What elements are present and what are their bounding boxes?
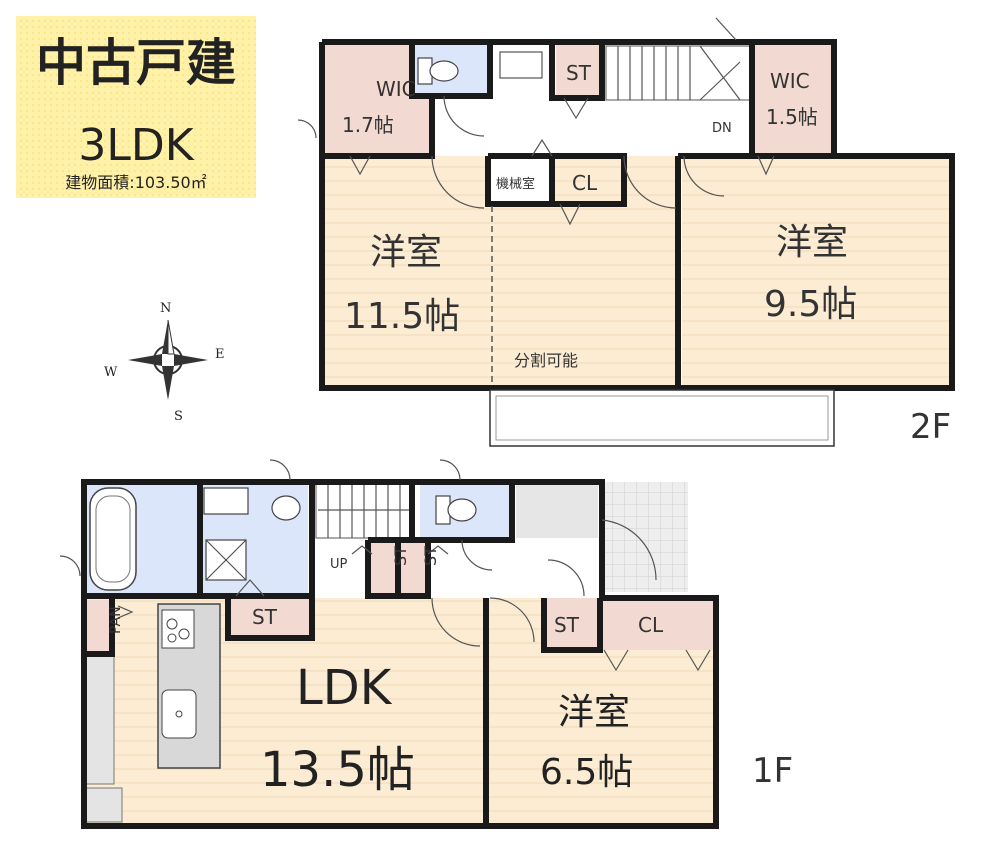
compass-n: N [160,301,171,316]
wic-left-size: 1.7帖 [342,113,394,137]
washing-machine-icon [205,539,247,581]
st-2f-label: ST [566,61,592,85]
st-2f-area [556,42,602,98]
st-1f-b-label: ST [391,546,410,566]
cl-1f-label: CL [638,613,664,637]
st-1f-c-area [398,540,428,596]
st-1f-a-label: ST [252,605,278,629]
room-11-5-size: 11.5帖 [344,296,460,337]
toilet-1f-icon [435,495,477,525]
split-note: 分割可能 [514,351,578,370]
badge-area: 建物面積:103.50㎡ [65,173,206,192]
washbasin-icon [499,51,543,79]
balcony [489,389,835,447]
machine-room-label: 機械室 [496,176,535,192]
st-1f-d-label: ST [554,613,580,637]
dn-label: DN [712,121,732,136]
floor-2: WIC 1.7帖 ST WIC 1.5帖 DN 機械室 CL 洋室 11.5帖 … [297,17,955,447]
up-label: UP [330,557,348,572]
entrance-porch [602,482,688,592]
room-9-5-floor [682,156,952,386]
st-1f-c-label: ST [421,546,440,566]
ldk-name: LDK [296,660,393,716]
stairs-1f [315,481,413,539]
cl-2f-label: CL [572,171,598,195]
ldk-size: 13.5帖 [260,742,415,798]
compass-w: W [104,365,118,380]
cupboard [85,655,115,785]
toilet-icon [417,57,459,85]
machine-room-area [490,158,552,204]
compass-icon: N E S W [104,301,225,424]
washbasin-1f-icon [203,487,249,515]
stairs-2f [605,45,753,101]
st-1f-a-area [228,596,312,638]
room-6-5-name: 洋室 [558,692,630,733]
st-1f-d-area [544,598,600,650]
sink-icon [161,689,197,739]
kitchen-counter [157,603,221,769]
pantry-area [86,600,110,652]
room-11-5-name: 洋室 [370,232,442,273]
badge-background [16,16,256,198]
compass-s: S [174,409,183,424]
floor-1-label: 1F [752,751,793,791]
shoe-area [516,482,598,538]
cl-1f-area [600,598,714,650]
compass-e: E [215,347,225,362]
floor-2-label: 2F [910,407,951,447]
pantry-label: PAN [108,606,124,634]
wic-right-area [754,42,834,156]
st-1f-b-area [368,540,398,596]
wic-left-label: WIC [376,77,416,101]
badge-title: 中古戸建 [36,34,236,92]
room-9-5-size: 9.5帖 [764,284,857,325]
fridge-space [85,787,123,823]
bathtub-icon [89,487,137,591]
room-9-5-name: 洋室 [776,222,848,263]
stove-icon [161,609,195,649]
wic-right-size: 1.5帖 [766,105,818,129]
room-6-5-size: 6.5帖 [540,752,633,793]
badge-layout: 3LDK [78,120,194,171]
toilet-washroom-icon [271,495,301,521]
floor-1: PAN UP ST ST ST ST CL LDK 13.5帖 洋室 6.5帖 … [59,459,793,829]
wic-right-label: WIC [770,69,810,93]
property-badge: 中古戸建 3LDK 建物面積:103.50㎡ [16,16,256,198]
